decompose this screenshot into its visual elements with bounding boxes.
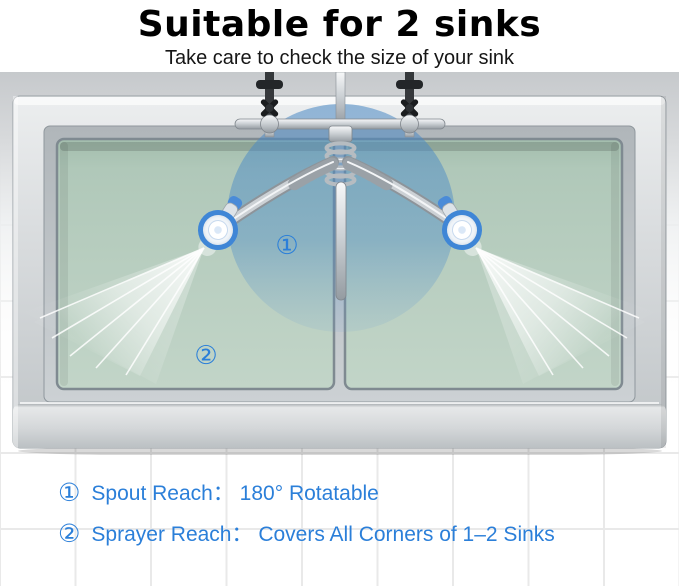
legend-num-1: ①: [58, 477, 81, 507]
center-spout: [335, 181, 347, 301]
sprayer-head-right: [437, 195, 482, 256]
header: Suitable for 2 sinks Take care to check …: [0, 0, 679, 72]
legend-text-2: Sprayer Reach： Covers All Corners of 1–2…: [91, 523, 555, 546]
cross-handle-left: [260, 99, 279, 117]
legend-text-1: Spout Reach： 180° Rotatable: [91, 482, 379, 505]
sprayer-arm-right: [342, 156, 461, 230]
spray-left: [24, 247, 205, 384]
marker-2: ②: [194, 341, 217, 371]
legend: ① Spout Reach： 180° Rotatable ② Sprayer …: [0, 455, 679, 559]
legend-num-2: ②: [58, 518, 81, 548]
cross-handle-right: [400, 99, 419, 117]
page-title: Suitable for 2 sinks: [137, 4, 542, 45]
legend-item-spout-reach: ① Spout Reach： 180° Rotatable: [58, 477, 679, 507]
page-subtitle: Take care to check the size of your sink: [164, 47, 515, 69]
legend-item-sprayer-reach: ② Sprayer Reach： Covers All Corners of 1…: [58, 518, 679, 548]
sink-illustration: ① ②: [0, 72, 679, 455]
sprayer-arm-left: [220, 156, 339, 230]
sprayer-head-left: [198, 195, 243, 256]
faucet: [198, 72, 482, 301]
spray-right: [475, 247, 655, 384]
marker-1: ①: [275, 231, 298, 261]
